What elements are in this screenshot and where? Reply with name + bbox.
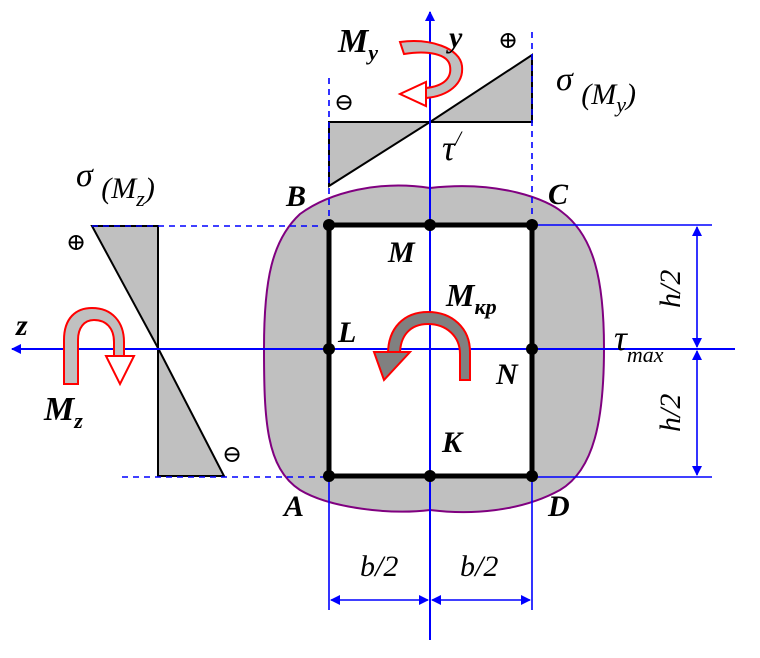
point-n-label: N [495, 358, 519, 391]
sigma-my-label: σ (My) [556, 61, 636, 117]
tau-max-label: τmax [614, 318, 664, 367]
point-n-dot [526, 343, 538, 355]
h-half-bottom-label: h/2 [654, 394, 687, 432]
z-axis-label: z [15, 309, 28, 342]
point-d-dot [526, 470, 538, 482]
b-half-right-label: b/2 [460, 550, 498, 583]
point-l-label: L [337, 316, 356, 349]
minus-sign-left: ⊖ [222, 442, 242, 468]
mz-moment-label: Mz [43, 391, 83, 433]
y-axis-label: y [446, 21, 463, 54]
reference-lines [328, 224, 712, 610]
dashed-guides [92, 32, 533, 478]
point-k-dot [424, 470, 436, 482]
tau-prime-label: τ/ [442, 126, 463, 168]
sigma-mz-positive-triangle [90, 225, 159, 349]
mkr-moment-label: Mкр [445, 277, 497, 319]
minus-sign-top: ⊖ [334, 90, 354, 116]
sigma-mz-label: σ (Mz) [76, 157, 155, 211]
point-m-label: M [387, 236, 416, 269]
sigma-mz-negative-triangle [157, 347, 226, 477]
point-a-dot [323, 470, 335, 482]
mz-moment-arrow-icon [63, 306, 136, 387]
plus-sign-top: ⊕ [498, 28, 518, 54]
point-c-dot [526, 219, 538, 231]
sigma-my-negative-triangle [328, 121, 434, 188]
my-moment-label: My [337, 23, 378, 65]
h-half-top-label: h/2 [654, 270, 687, 308]
point-a-label: A [282, 490, 304, 523]
plus-sign-left: ⊕ [66, 230, 86, 256]
point-b-label: B [285, 180, 306, 213]
point-d-label: D [547, 490, 570, 523]
my-moment-arrow-icon [397, 40, 464, 108]
point-l-dot [323, 343, 335, 355]
point-c-label: C [548, 178, 569, 211]
b-half-left-label: b/2 [360, 550, 398, 583]
section-points [323, 219, 538, 482]
mkr-torque-arrow-icon [372, 310, 471, 382]
point-b-dot [323, 219, 335, 231]
point-m-dot [424, 219, 436, 231]
point-k-label: K [441, 426, 464, 459]
